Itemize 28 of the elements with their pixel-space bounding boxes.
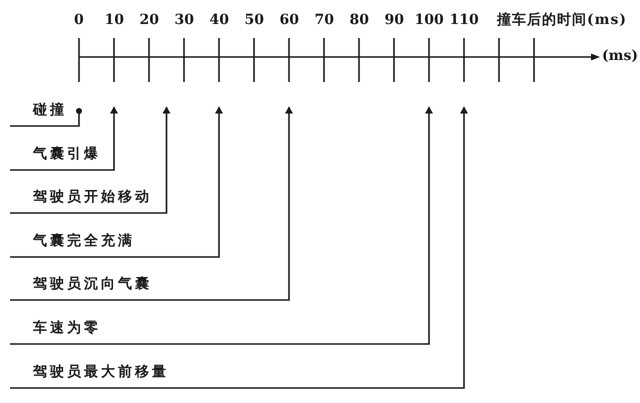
unit-label: (ms)	[602, 48, 638, 64]
tick-label: 0	[74, 12, 84, 28]
tick-label: 50	[244, 12, 264, 28]
leader-arrow	[10, 106, 170, 214]
tick-label: 10	[104, 12, 124, 28]
tick-label: 30	[174, 12, 194, 28]
leader-arrow	[10, 106, 293, 301]
tick-label: 70	[314, 12, 334, 28]
axis-title: 撞车后的时间(ms)	[497, 12, 627, 28]
event-label: 碰撞	[10, 101, 67, 126]
event-label: 驾驶员最大前移量	[10, 363, 169, 388]
event-label: 气囊引爆	[10, 145, 101, 170]
tick-label: 80	[350, 12, 369, 28]
leader-arrow	[10, 106, 223, 258]
event-label: 气囊完全充满	[10, 232, 135, 257]
event-label: 驾驶员沉向气囊	[10, 275, 152, 300]
leader-arrow	[10, 106, 433, 345]
tick-label: 110	[450, 12, 479, 28]
tick-label: 20	[140, 12, 159, 28]
tick-label: 90	[384, 12, 404, 28]
tick-label: 100	[414, 12, 444, 28]
leader-arrow	[10, 106, 468, 389]
tick-label: 40	[210, 12, 229, 28]
event-label: 驾驶员开始移动	[10, 188, 152, 213]
tick-label: 60	[280, 12, 299, 28]
leader-arrow	[10, 106, 118, 171]
event-label: 车速为零	[10, 319, 101, 344]
leader-line	[10, 108, 82, 127]
